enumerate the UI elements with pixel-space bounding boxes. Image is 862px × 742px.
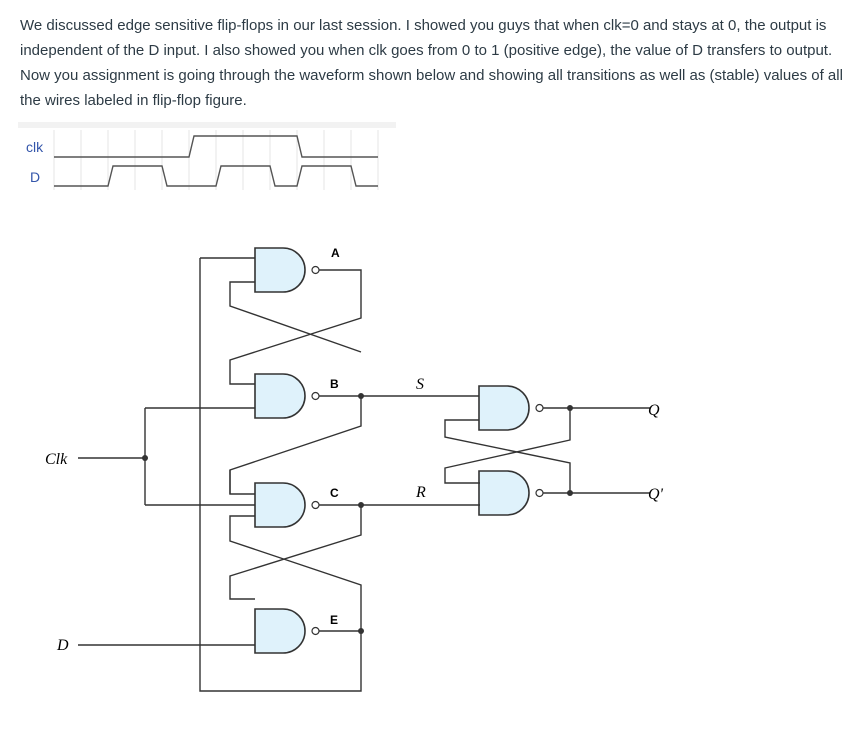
input-label-d: D — [56, 637, 69, 654]
nand-gate-e — [254, 608, 320, 654]
question-text: We discussed edge sensitive flip-flops i… — [20, 17, 843, 109]
waveform-trace-clk — [54, 135, 378, 158]
wire-outer-loop — [199, 257, 362, 692]
output-label-q: Q — [648, 402, 660, 419]
waveform-label-d: D — [30, 169, 40, 185]
junction-dots — [142, 393, 573, 634]
waveform-grid — [53, 130, 379, 190]
nand-gate-sr-top — [478, 385, 544, 431]
node-label-s: S — [416, 376, 424, 393]
node-label-c: C — [330, 486, 339, 500]
waveform-label-clk: clk — [26, 139, 44, 155]
node-label-a: A — [331, 246, 340, 260]
waveform-header-bar — [18, 122, 396, 128]
nand-gate-sr-bottom — [478, 470, 544, 516]
nand-gate-c — [254, 482, 320, 528]
waveform-diagram: clk D — [18, 122, 396, 190]
circuit-wires — [78, 269, 650, 646]
nand-gate-a — [254, 247, 320, 293]
waveform-trace-d — [54, 165, 378, 187]
input-label-clk: Clk — [45, 451, 68, 468]
output-label-qbar: Q' — [648, 486, 664, 503]
node-label-r: R — [415, 484, 426, 501]
nand-gate-b — [254, 373, 320, 419]
node-label-b: B — [330, 377, 339, 391]
node-label-e: E — [330, 613, 338, 627]
